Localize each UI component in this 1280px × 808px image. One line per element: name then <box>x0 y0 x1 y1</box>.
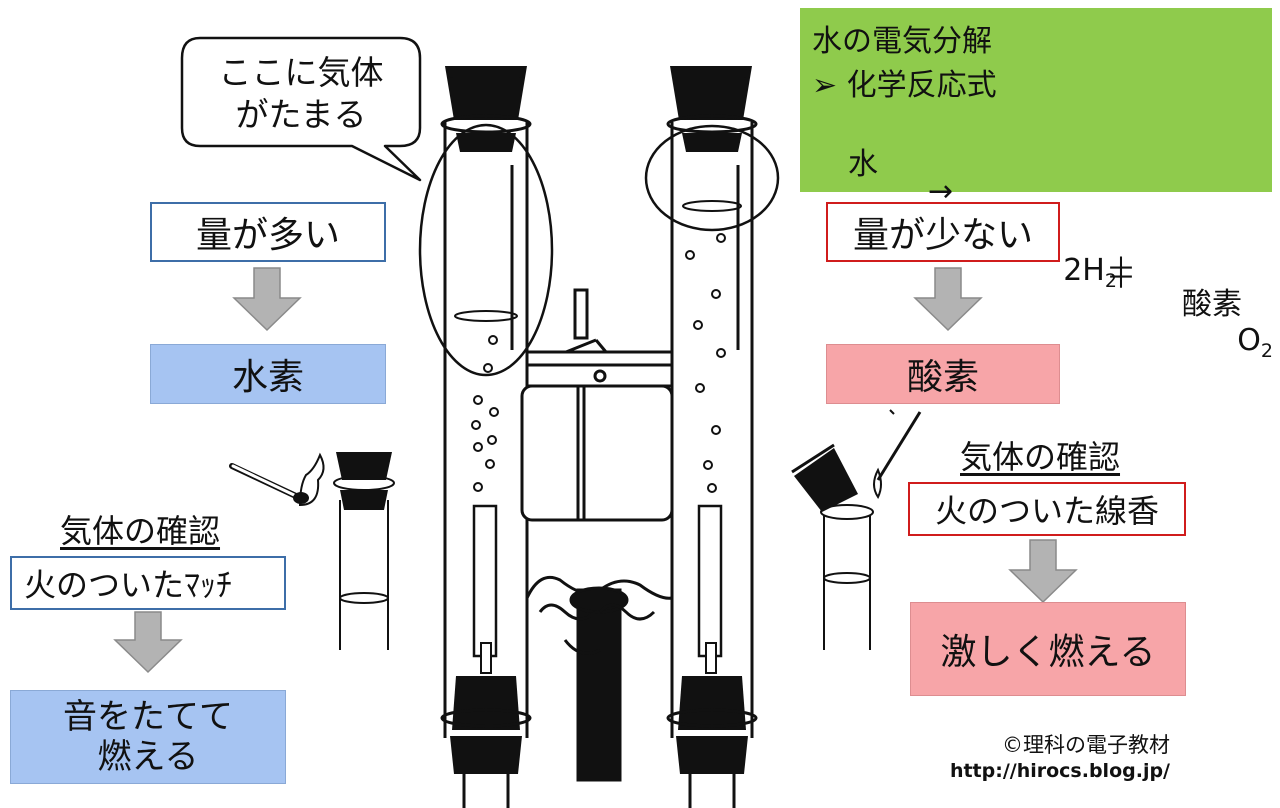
formula-mid-sub: 2 <box>1104 270 1117 292</box>
right-test-method: 火のついた線香 <box>908 482 1186 536</box>
equation-title: 水の電気分解 <box>812 24 992 59</box>
word-eq-water: 水 <box>848 147 878 182</box>
word-equation: 水 → 水素 ＋ 酸素 <box>812 104 1260 322</box>
right-test-tube <box>820 504 874 650</box>
left-top-stopper <box>440 66 532 152</box>
right-gas-label: 酸素 <box>826 344 1060 404</box>
left-test-tube-stopper <box>336 452 392 510</box>
left-test-method: 火のついたﾏｯﾁ <box>10 556 286 610</box>
stand-frame <box>520 288 674 522</box>
formula-mid: 2H2 <box>1006 218 1117 327</box>
right-amount-label: 量が少ない <box>826 202 1060 262</box>
right-tilted-stopper <box>791 443 858 512</box>
speech-bubble: ここに気体 がたまる <box>190 52 412 136</box>
incense-stick-icon <box>873 409 922 499</box>
right-bottom-stopper <box>666 642 758 808</box>
formula-right-sub: 2 <box>1260 340 1273 362</box>
left-bottom-stopper <box>440 642 532 808</box>
electrodes <box>472 504 723 658</box>
speech-bubble-shape <box>180 36 422 182</box>
right-result: 激しく燃える <box>910 602 1186 696</box>
equation-panel: 水の電気分解 ➢ 化学反応式 水 → 水素 ＋ 酸素 2H2O → 2H2 ＋ … <box>800 8 1273 362</box>
credit: ©理科の電子教材 http://hirocs.blog.jp/ <box>930 732 1170 784</box>
bottom-clamp <box>525 575 673 782</box>
right-gas-highlight <box>644 124 780 232</box>
formula-plus: ＋ <box>1106 261 1136 296</box>
left-result-line1: 音をたてて <box>63 697 233 737</box>
left-result: 音をたてて 燃える <box>10 690 286 784</box>
formula-equation: 2H2O → 2H2 ＋ O2 <box>810 148 1273 362</box>
right-check-heading: 気体の確認 <box>960 438 1121 476</box>
left-amount-label: 量が多い <box>150 202 386 262</box>
right-water-level <box>682 200 742 212</box>
arrow-down-icon <box>913 267 983 332</box>
formula-right: O2 <box>1180 288 1273 397</box>
arrow-down-icon <box>1008 539 1078 604</box>
speech-bubble-line1: ここに気体 <box>218 53 384 92</box>
word-eq-oxygen: 酸素 <box>1182 287 1242 322</box>
speech-bubble-line2: がたまる <box>235 95 367 134</box>
equation-subtitle: ➢ 化学反応式 <box>812 68 997 103</box>
credit-url: http://hirocs.blog.jp/ <box>949 760 1170 782</box>
right-top-stopper <box>666 66 758 152</box>
left-check-heading: 気体の確認 <box>60 512 221 550</box>
left-gas-highlight <box>418 123 554 377</box>
arrow-down-icon <box>113 611 183 674</box>
left-result-line2: 燃える <box>97 737 199 777</box>
word-eq-plus: ＋ <box>1106 252 1136 287</box>
formula-right-base: O <box>1237 323 1261 358</box>
bubbles <box>471 233 726 493</box>
left-gas-label: 水素 <box>150 344 386 404</box>
arrows <box>113 267 1078 674</box>
credit-line1: ©理科の電子教材 <box>1002 733 1170 757</box>
arrow-down-icon <box>232 267 302 332</box>
left-water-level <box>454 310 518 322</box>
match-icon <box>229 452 325 507</box>
formula-mid-base: 2H <box>1063 253 1105 288</box>
